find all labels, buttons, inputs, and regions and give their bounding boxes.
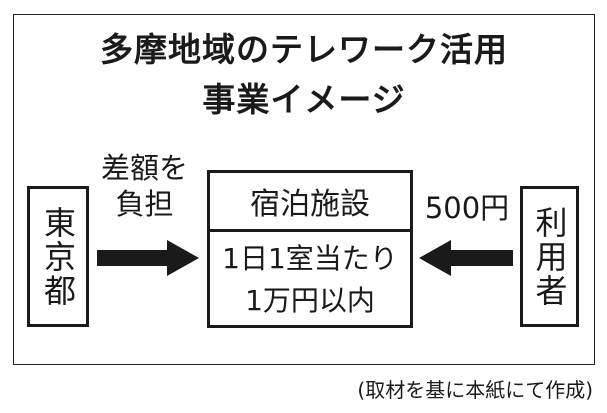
source-caption: (取材を基に本紙にて作成) (357, 378, 593, 402)
users-box: 利用者 (520, 186, 579, 327)
user-fee-label: 500円 (424, 191, 510, 225)
lodging-rate-line-1: 1日1室当たり (222, 242, 398, 275)
lodging-header: 宿泊施設 (210, 173, 410, 232)
left-arrow-icon (419, 240, 513, 276)
right-arrow-icon (97, 240, 199, 276)
title-line-1: 多摩地域のテレワーク活用 (100, 30, 508, 69)
subsidy-label-line-1: 差額を (100, 151, 188, 185)
lodging-body: 1日1室当たり 1万円以内 (210, 232, 410, 328)
lodging-rate-line-2: 1万円以内 (245, 284, 375, 317)
tokyo-box: 東京都 (27, 186, 89, 327)
title-line-2: 事業イメージ (202, 80, 406, 119)
subsidy-label-line-2: 負担 (115, 187, 174, 221)
lodging-box: 宿泊施設 1日1室当たり 1万円以内 (207, 170, 413, 328)
subsidy-label: 差額を 負担 (92, 150, 197, 222)
diagram-frame (13, 14, 595, 365)
